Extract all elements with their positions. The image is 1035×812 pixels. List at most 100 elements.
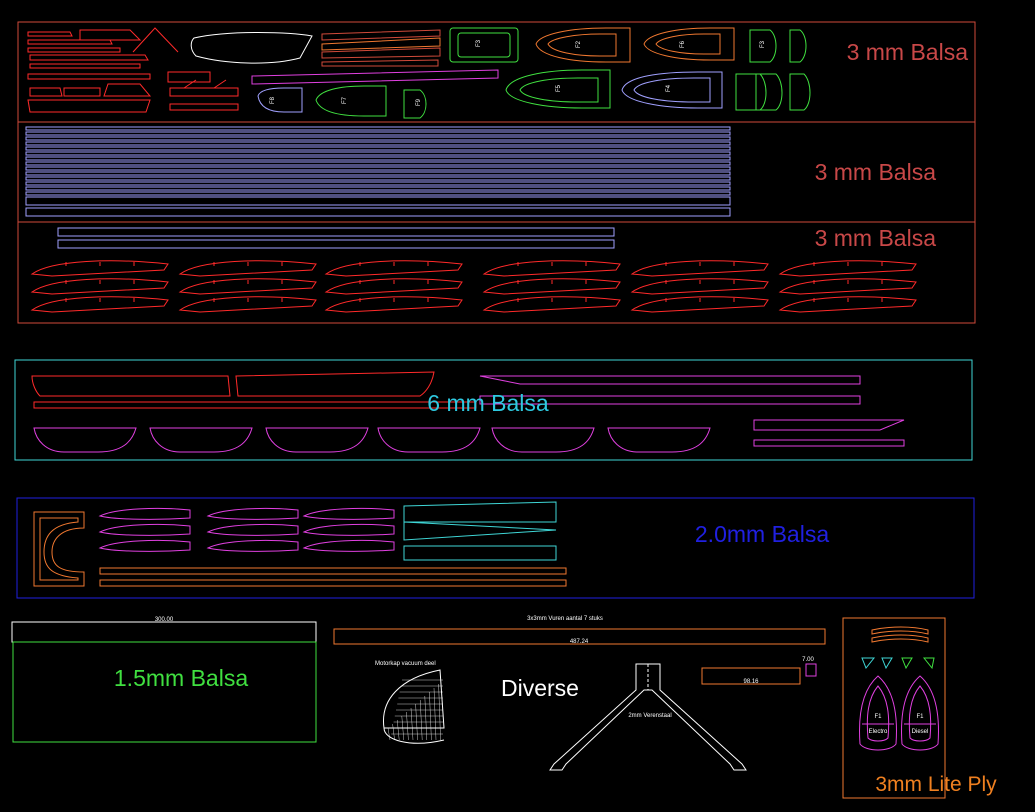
stringer-strip (25, 151, 731, 156)
stringer-strip (25, 161, 731, 166)
stringer-strip (25, 141, 731, 146)
sheet-d-frame (14, 359, 973, 461)
former-label-f8: F8 (270, 96, 276, 104)
wing-rib (324, 278, 463, 295)
sheet-b-label: 3 mm Balsa (815, 159, 937, 185)
stringer-strip (25, 196, 731, 206)
dim-98: 98.16 (743, 679, 759, 685)
sheet-f-label: 1.5mm Balsa (114, 665, 248, 691)
sheet-d-parts (31, 371, 905, 447)
wing-rib (324, 260, 463, 277)
small-rib (206, 523, 299, 536)
stringer-strip (25, 207, 731, 217)
former-label-f6: F6 (680, 40, 686, 48)
diesel-label: Diesel (912, 729, 929, 735)
wing-tip (377, 427, 481, 453)
f1-diesel-label: F1 (916, 714, 924, 720)
sheet-e-small-ribs (98, 507, 395, 552)
wing-rib (324, 296, 463, 313)
dim-98-inner (805, 663, 817, 677)
stringer-strip (25, 166, 731, 171)
f1-electro-label: F1 (874, 714, 882, 720)
small-rib (302, 507, 395, 520)
dim-98-part (701, 667, 801, 685)
wing-rib (482, 296, 621, 313)
mesh-line (420, 699, 423, 741)
sheet-c-frame (17, 221, 976, 324)
stringer-strip (25, 146, 731, 151)
lite-ply-parts (859, 626, 939, 751)
sheet-e-label: 2.0mm Balsa (695, 521, 829, 547)
former-label-f9: F9 (416, 98, 422, 106)
stringer-strip (25, 131, 731, 136)
sheet-a-former-labels: F3 F2 F6 F3 F5 F4 F8 F7 F9 (270, 39, 766, 106)
lite-ply-frame (842, 617, 946, 799)
small-rib (98, 507, 191, 520)
stringer-strip (25, 186, 731, 191)
motorkap-label: Motorkap vacuum deel (375, 661, 436, 667)
wing-rib (630, 278, 769, 295)
wing-tip (33, 427, 137, 453)
sheet-f-frame (11, 621, 317, 643)
sheet-a-parts (27, 27, 811, 119)
dim-7: 7.00 (802, 657, 814, 663)
wing-rib (30, 278, 169, 295)
stringer-strip (25, 136, 731, 141)
landing-gear-wire (549, 663, 747, 771)
wing-rib (630, 296, 769, 313)
wing-rib (778, 260, 917, 277)
stringer-strip (25, 191, 731, 196)
former-label-f2: F2 (576, 40, 582, 48)
electro-label: Electro (869, 729, 888, 735)
wing-tip (491, 427, 595, 453)
stringer-strip (25, 181, 731, 186)
diverse-label: Diverse (501, 675, 579, 701)
former-label-f5: F5 (556, 84, 562, 92)
sheet-c-label: 3 mm Balsa (815, 225, 937, 251)
sheet-d-tips (33, 427, 711, 453)
sheet-c-spars (57, 227, 615, 249)
wing-rib (178, 296, 317, 313)
sheet-e-frame (16, 497, 975, 599)
former-label-f3: F3 (476, 39, 482, 47)
wing-rib (482, 260, 621, 277)
wing-rib (178, 260, 317, 277)
sheet-b-stringers (25, 126, 731, 217)
verenstaal-label: 2mm Verenstaal (628, 713, 671, 719)
stringer-strip (25, 171, 731, 176)
former-label-f4: F4 (666, 84, 672, 92)
sheet-f-panel (12, 641, 317, 743)
dim-487: 487.24 (570, 639, 589, 645)
mesh-line (397, 719, 400, 741)
former-label-f3b: F3 (760, 40, 766, 48)
small-rib (98, 523, 191, 536)
sheet-c-ribs (30, 260, 917, 313)
small-rib (206, 507, 299, 520)
wing-rib (778, 296, 917, 313)
wing-rib (178, 278, 317, 295)
wing-tip (607, 427, 711, 453)
mesh-line (433, 687, 437, 741)
small-rib (302, 539, 395, 552)
wing-rib (778, 278, 917, 295)
stringer-strip (25, 176, 731, 181)
sheet-a-label: 3 mm Balsa (847, 39, 969, 65)
mesh-line (387, 727, 391, 741)
sheet-d-label: 6 mm Balsa (427, 390, 549, 416)
wing-tip (265, 427, 369, 453)
motorkap-mesh-grid (387, 679, 443, 741)
stringer-strip (25, 126, 731, 131)
mesh-line (424, 695, 427, 741)
sheet-a-frame (17, 21, 976, 123)
small-rib (302, 523, 395, 536)
wing-rib (30, 296, 169, 313)
mesh-line (392, 723, 395, 741)
wing-rib (482, 278, 621, 295)
mesh-line (406, 711, 409, 741)
mesh-line (410, 707, 414, 741)
lite-ply-label: 3mm Lite Ply (875, 773, 997, 796)
vuren-label: 3x3mm Vuren aantal 7 stuks (527, 616, 603, 622)
wing-rib (630, 260, 769, 277)
dim-300: 300.00 (155, 617, 174, 623)
